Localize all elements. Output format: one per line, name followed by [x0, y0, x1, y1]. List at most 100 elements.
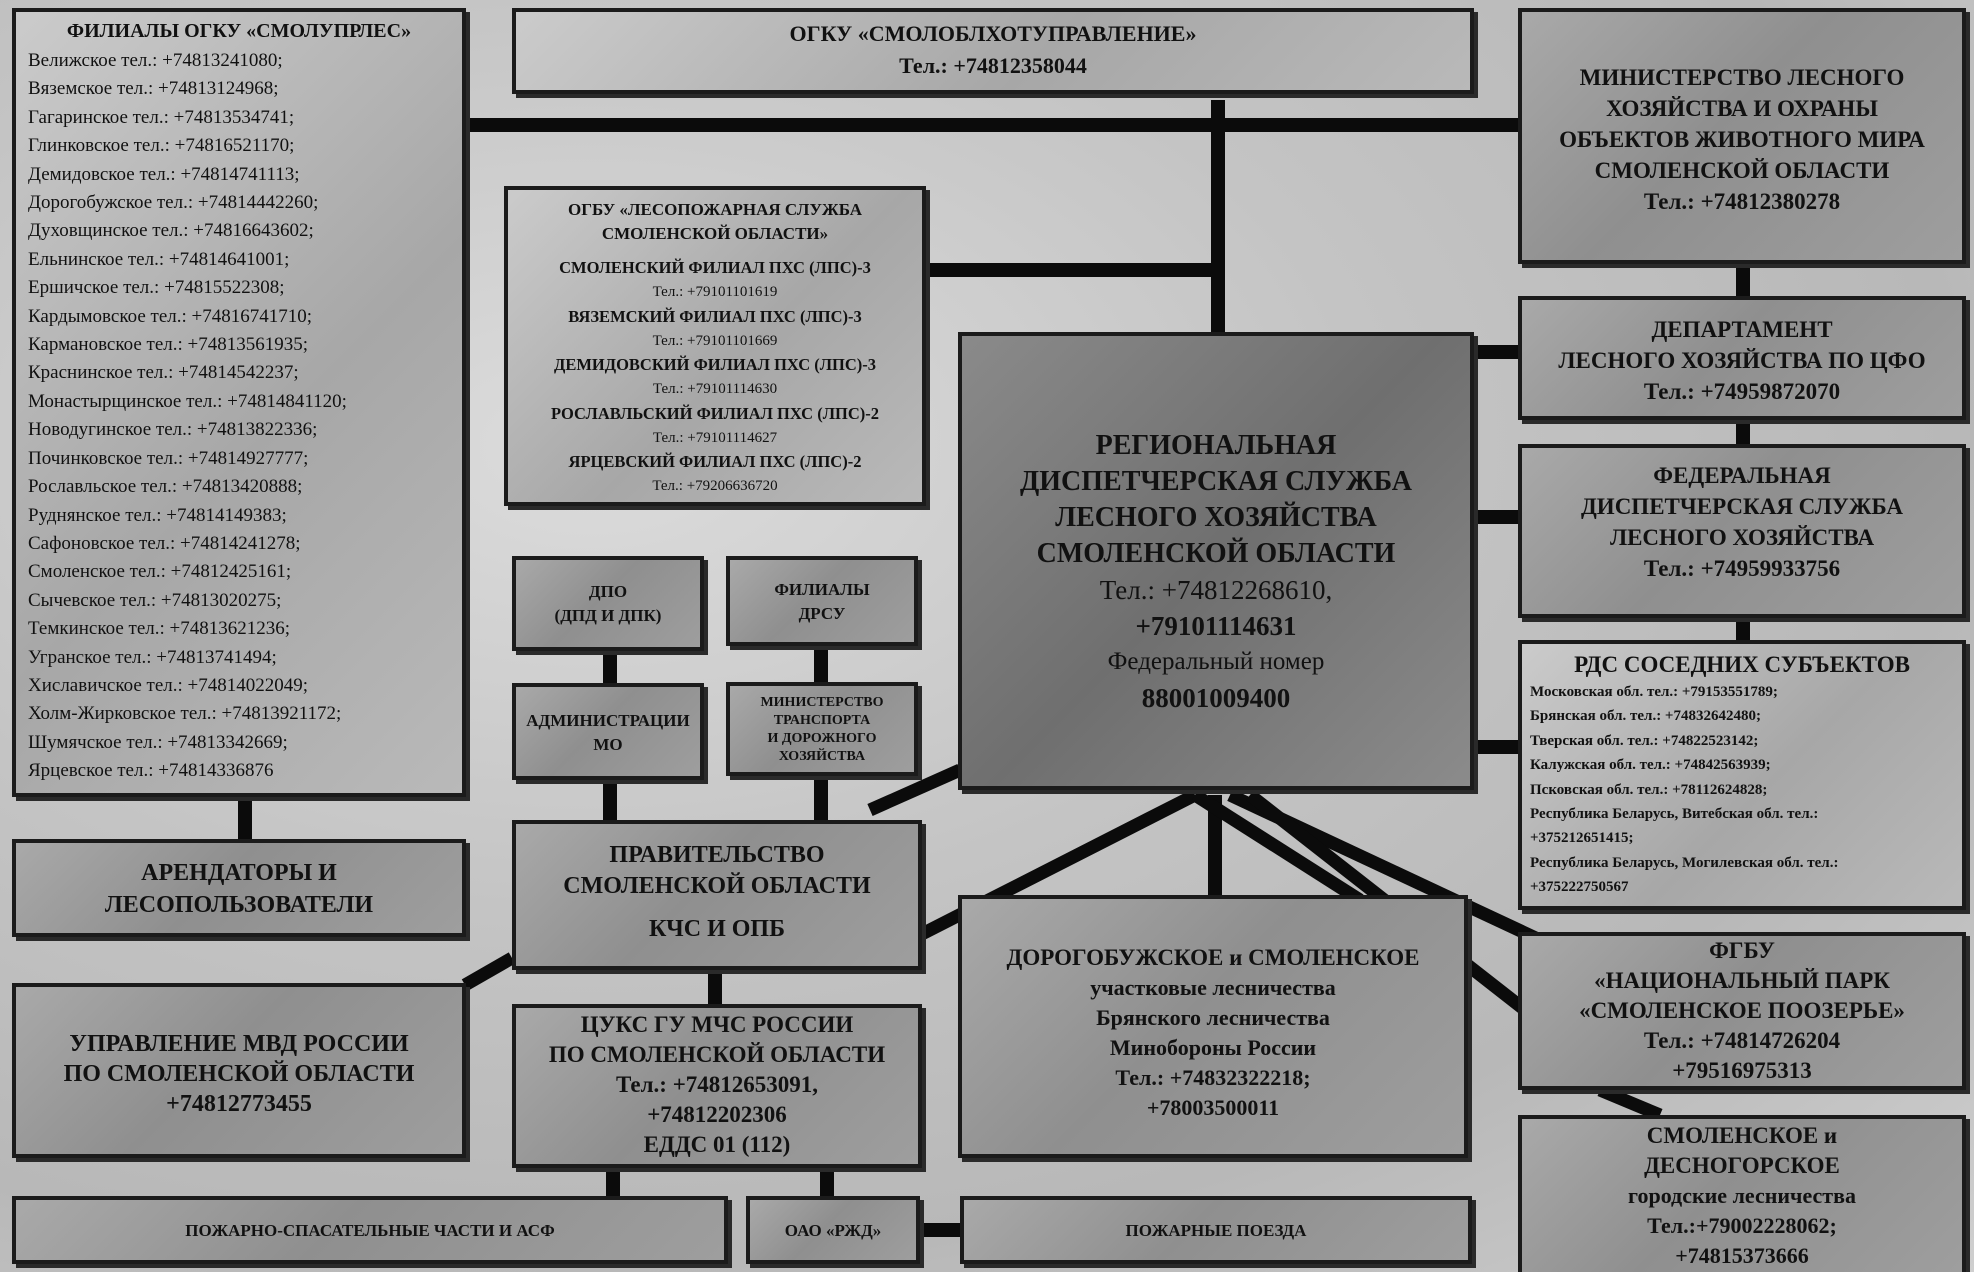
connector	[1736, 420, 1750, 444]
lps-branch: ЯРЦЕВСКИЙ ФИЛИАЛ ПХС (ЛПС)-2	[568, 452, 862, 471]
mvd-line: УПРАВЛЕНИЕ МВД РОССИИ	[69, 1031, 409, 1057]
government-line: СМОЛЕНСКОЙ ОБЛАСТИ	[563, 873, 871, 899]
rzd-box: ОАО «РЖД»	[746, 1196, 920, 1264]
connector	[920, 1223, 960, 1237]
desn-line: городские лесничества	[1628, 1183, 1856, 1208]
smolupr-branch-row: Духовщинское тел.: +74816643602;	[28, 220, 314, 242]
tenants-line: АРЕНДАТОРЫ И	[141, 860, 337, 886]
smolupr-branch-row: Велижское тел.: +74813241080;	[28, 50, 283, 71]
dorogobuzh-line: участковые лесничества	[1090, 975, 1336, 1000]
regional-federal-label: Федеральный номер	[1107, 648, 1325, 675]
dorogobuzh-phone: Тел.: +74832322218;	[1115, 1065, 1311, 1090]
government-kchs: КЧС И ОПБ	[649, 916, 785, 942]
rescue-units-box: ПОЖАРНО-СПАСАТЕЛЬНЫЕ ЧАСТИ И АСФ	[12, 1196, 728, 1264]
lps-branch-phone: Тел.: +79101114630	[652, 381, 778, 397]
mvd-phone: +74812773455	[166, 1091, 312, 1117]
park-line: ФГБУ	[1709, 938, 1775, 963]
federal-phone: Тел.: +74959933756	[1643, 556, 1841, 581]
smolupr-branch-row: Починковское тел.: +74814927777;	[28, 447, 309, 469]
smolupr-branch-row: Холм-Жирковское тел.: +74813921172;	[28, 703, 342, 725]
desn-line: СМОЛЕНСКОЕ и	[1646, 1123, 1838, 1148]
dorogobuzh-box: ДОРОГОБУЖСКОЕ и СМОЛЕНСКОЕ участковые ле…	[958, 895, 1468, 1158]
dpo-line: ДПО	[588, 582, 628, 601]
rds-title: РДС СОСЕДНИХ СУБЪЕКТОВ	[1574, 652, 1910, 677]
dorogobuzh-line: ДОРОГОБУЖСКОЕ и СМОЛЕНСКОЕ	[1006, 945, 1420, 970]
smolupr-branch-row: Гагаринское тел.: +74813534741;	[28, 106, 295, 128]
federal-line: ЛЕСНОГО ХОЗЯЙСТВА	[1609, 525, 1875, 550]
smolobl-box: ОГКУ «СМОЛОБЛХОТУПРАВЛЕНИЕ» Тел.: +74812…	[512, 8, 1474, 94]
connector	[814, 776, 828, 820]
rds-list: Московская обл. тел.: +79153551789;Брянс…	[1530, 680, 1954, 900]
dorogobuzh-phone: +78003500011	[1146, 1095, 1280, 1120]
ministry-line: ОБЪЕКТОВ ЖИВОТНОГО МИРА	[1559, 127, 1925, 152]
tenants-box: АРЕНДАТОРЫ И ЛЕСОПОЛЬЗОВАТЕЛИ	[12, 839, 466, 937]
smolupr-title: ФИЛИАЛЫ ОГКУ «СМОЛУПРЛЕС»	[66, 20, 412, 42]
lps-branch: РОСЛАВЛЬСКИЙ ФИЛИАЛ ПХС (ЛПС)-2	[551, 403, 879, 423]
connector	[1474, 345, 1518, 359]
drsu-line: ФИЛИАЛЫ	[774, 580, 870, 599]
smolupr-branch-row: Руднянское тел.: +74814149383;	[28, 504, 287, 526]
government-box: ПРАВИТЕЛЬСТВО СМОЛЕНСКОЙ ОБЛАСТИ КЧС И О…	[512, 820, 922, 970]
smolupr-branch-row: Хиславичское тел.: +74814022049;	[28, 674, 309, 696]
connector	[470, 118, 1520, 132]
lps-branch-phone: Тел.: +79101101669	[652, 332, 778, 349]
smolupr-branch-row: Смоленское тел.: +74812425161;	[28, 561, 292, 583]
connector	[926, 263, 1218, 277]
cuks-line: ЦУКС ГУ МЧС РОССИИ	[580, 1012, 854, 1037]
dpo-box: ДПО (ДПД И ДПК)	[512, 556, 704, 651]
lps-branch: СМОЛЕНСКИЙ ФИЛИАЛ ПХС (ЛПС)-3	[559, 258, 871, 277]
government-line: ПРАВИТЕЛЬСТВО	[609, 842, 825, 868]
smolupr-branch-row: Кармановское тел.: +74813561935;	[28, 334, 309, 356]
smolupr-branch-row: Дорогобужское тел.: +74814442260;	[28, 192, 319, 214]
admin-line: АДМИНИСТРАЦИИ	[526, 711, 690, 730]
smolobl-phone: Тел.: +74812358044	[899, 53, 1087, 78]
smolupr-branch-row: Угранское тел.: +74813741494;	[28, 646, 277, 668]
rds-row: Тверская обл. тел.: +74822523142;	[1530, 732, 1759, 749]
rds-row: +375222750567	[1530, 879, 1629, 896]
cuks-box: ЦУКС ГУ МЧС РОССИИ ПО СМОЛЕНСКОЙ ОБЛАСТИ…	[512, 1004, 922, 1168]
ministry-phone: Тел.: +74812380278	[1643, 189, 1841, 214]
connector	[606, 1168, 620, 1196]
transport-ministry-box: МИНИСТЕРСТВО ТРАНСПОРТА И ДОРОЖНОГО ХОЗЯ…	[726, 682, 918, 776]
connector	[1736, 268, 1750, 298]
regional-federal-number: 88001009400	[1141, 683, 1291, 713]
connector	[603, 780, 617, 820]
rds-row: +375212651415;	[1530, 830, 1634, 847]
rds-row: Калужская обл. тел.: +74842563939;	[1530, 757, 1771, 774]
smolupr-branch-row: Темкинское тел.: +74813621236;	[28, 618, 291, 640]
drsu-line: ДРСУ	[798, 604, 846, 623]
park-line: «СМОЛЕНСКОЕ ПООЗЕРЬЕ»	[1579, 998, 1905, 1023]
ministry-box: МИНИСТЕРСТВО ЛЕСНОГО ХОЗЯЙСТВА И ОХРАНЫ …	[1518, 8, 1966, 264]
rds-row: Республика Беларусь, Витебская обл. тел.…	[1530, 806, 1819, 823]
connector	[238, 797, 252, 839]
lps-title: СМОЛЕНСКОЙ ОБЛАСТИ»	[601, 224, 829, 243]
lps-branch-phone: Тел.: +79101101619	[652, 284, 778, 300]
connector	[1736, 618, 1750, 640]
smolupr-branches-box: ФИЛИАЛЫ ОГКУ «СМОЛУПРЛЕС» Велижское тел.…	[12, 8, 466, 797]
drsu-box: ФИЛИАЛЫ ДРСУ	[726, 556, 918, 646]
department-phone: Тел.: +74959872070	[1643, 379, 1841, 404]
transport-line: ХОЗЯЙСТВА	[778, 749, 866, 764]
smolupr-branch-row: Ельнинское тел.: +74814641001;	[28, 248, 290, 270]
federal-dispatch-box: ФЕДЕРАЛЬНАЯ ДИСПЕТЧЕРСКАЯ СЛУЖБА ЛЕСНОГО…	[1518, 444, 1966, 618]
connector	[708, 970, 722, 1004]
lps-box: ОГБУ «ЛЕСОПОЖАРНАЯ СЛУЖБА СМОЛЕНСКОЙ ОБЛ…	[504, 186, 926, 506]
smolupr-branch-row: Краснинское тел.: +74814542237;	[28, 362, 299, 384]
smolupr-list: Велижское тел.: +74813241080;Вяземское т…	[28, 47, 450, 786]
connector	[603, 651, 617, 683]
ministry-line: СМОЛЕНСКОЙ ОБЛАСТИ	[1594, 158, 1890, 183]
ministry-line: МИНИСТЕРСТВО ЛЕСНОГО	[1579, 65, 1905, 90]
federal-line: ФЕДЕРАЛЬНАЯ	[1653, 463, 1831, 488]
smolupr-branch-row: Глинковское тел.: +74816521170;	[28, 135, 295, 157]
national-park-box: ФГБУ «НАЦИОНАЛЬНЫЙ ПАРК «СМОЛЕНСКОЕ ПООЗ…	[1518, 932, 1966, 1090]
park-phone: Тел.: +74814726204	[1643, 1028, 1841, 1053]
smolupr-branch-row: Новодугинское тел.: +74813822336;	[28, 419, 318, 441]
department-line: ЛЕСНОГО ХОЗЯЙСТВА ПО ЦФО	[1558, 348, 1926, 373]
rds-row: Брянская обл. тел.: +74832642480;	[1530, 708, 1761, 725]
smolupr-branch-row: Сафоновское тел.: +74814241278;	[28, 532, 301, 554]
cuks-phone: Тел.: +74812653091,	[615, 1072, 819, 1097]
lps-branch-phone: Тел.: +79101114627	[652, 429, 778, 446]
smolupr-branch-row: Сычевское тел.: +74813020275;	[28, 589, 282, 611]
connector	[1208, 795, 1222, 895]
dpo-line: (ДПД И ДПК)	[554, 606, 662, 625]
